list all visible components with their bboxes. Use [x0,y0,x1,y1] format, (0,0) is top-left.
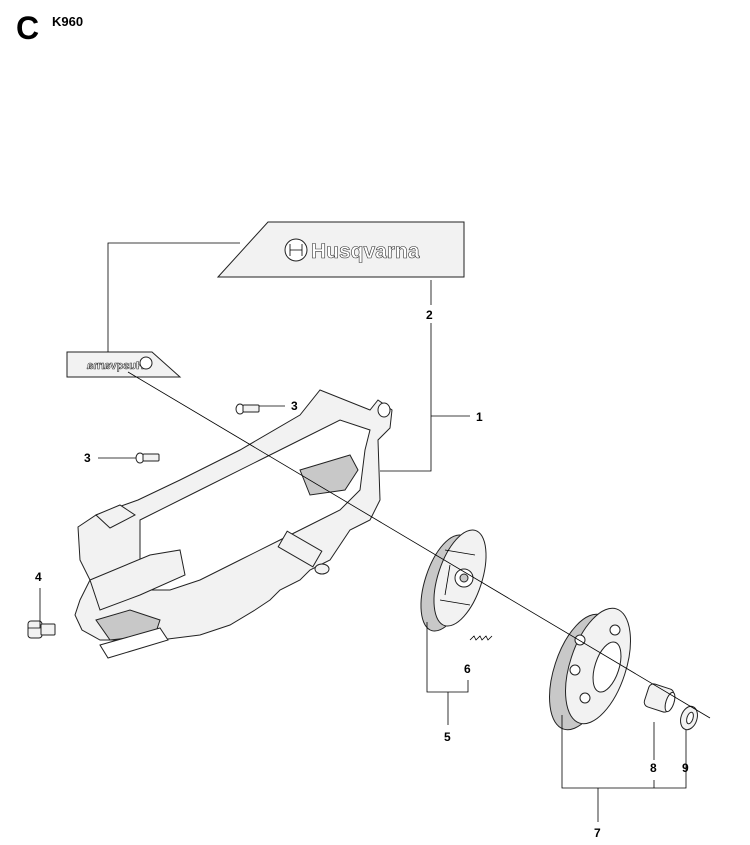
callout-1: 1 [476,410,483,424]
husqvarna-logo-icon [284,238,308,262]
assembly-axis-line [127,371,711,719]
screw-upper[interactable] [235,403,260,415]
small-husqvarna-logo-icon [139,356,153,370]
callout-6: 6 [464,662,471,676]
callout-3-lower: 3 [84,451,91,465]
callout-4: 4 [35,570,42,584]
small-decal[interactable]: Husqvarna [66,351,182,378]
section-letter: C [16,10,40,46]
screw-lower[interactable] [135,452,160,464]
needle-bearing[interactable] [643,683,677,714]
callout-3-upper: 3 [291,399,298,413]
large-decal-text: Husqvarna [311,240,420,263]
clutch-drum[interactable] [537,600,643,737]
callout-2: 2 [426,308,433,322]
small-decal-text: Husqvarna [86,360,144,372]
callout-5: 5 [444,730,451,744]
callout-8: 8 [650,761,657,775]
callout-7: 7 [594,826,601,840]
decal-leader-line [107,242,240,352]
leader-lines [28,280,687,822]
washer[interactable] [678,704,701,732]
bolt[interactable] [27,620,56,639]
large-decal[interactable]: Husqvarna [216,221,465,278]
clutch-assembly[interactable] [411,524,497,638]
callout-9: 9 [682,761,689,775]
clutch-cover[interactable] [74,389,393,659]
clutch-spring[interactable] [469,635,493,641]
model-code: K960 [52,14,84,29]
